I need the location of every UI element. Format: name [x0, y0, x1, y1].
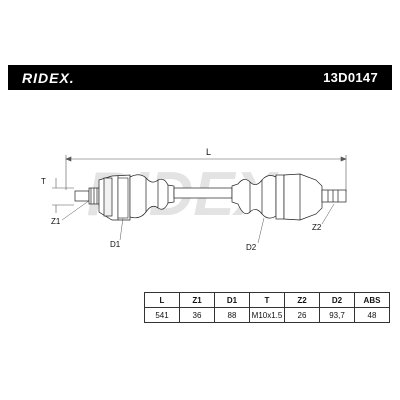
z1-leader: [61, 199, 91, 221]
inner-joint: [275, 173, 323, 221]
left-boot: [129, 174, 175, 219]
specs-header-cell: Z2: [284, 292, 320, 308]
specs-value-cell: 88: [214, 307, 250, 323]
d2-leader: [257, 217, 265, 244]
drive-shaft-drawing: RIDEX. L T Z1: [41, 147, 347, 252]
specs-header-cell: ABS: [354, 292, 390, 308]
specs-value-cell: 36: [179, 307, 215, 323]
specs-value-cell: M10x1.5: [249, 307, 285, 323]
abs-ring: [117, 177, 129, 219]
d1-label: D1: [110, 240, 121, 249]
specs-header-cell: D1: [214, 292, 250, 308]
specs-value-cell: 48: [354, 307, 390, 323]
specs-value-cell: 541: [144, 307, 180, 323]
z2-leader: [321, 203, 335, 225]
specs-value-cell: 26: [284, 307, 320, 323]
thread-dimension: [52, 178, 74, 213]
specs-header-cell: Z1: [179, 292, 215, 308]
specs-header-cell: L: [144, 292, 180, 308]
specs-table: L Z1 D1 T Z2 D2 ABS 541 36 88 M10x1.5 26…: [144, 292, 390, 323]
length-dimension: [65, 155, 347, 192]
specs-header-cell: T: [249, 292, 285, 308]
specs-value-cell: 93,7: [319, 307, 355, 323]
title-bar: RIDEX. 13D0147: [8, 65, 392, 90]
z2-label: Z2: [312, 223, 322, 232]
brand-logo: RIDEX.: [22, 69, 75, 86]
shaft-bar: [173, 187, 233, 199]
specs-header-row: L Z1 D1 T Z2 D2 ABS: [144, 292, 390, 308]
d2-label: D2: [246, 243, 257, 252]
length-label: L: [206, 147, 211, 157]
thread-label: T: [41, 177, 46, 186]
z1-label: Z1: [51, 217, 61, 226]
part-number: 13D0147: [323, 70, 378, 85]
specs-header-cell: D2: [319, 292, 355, 308]
right-shaft-stub: [321, 189, 347, 203]
specs-value-row: 541 36 88 M10x1.5 26 93,7 48: [144, 307, 390, 323]
d1-leader: [119, 217, 124, 241]
